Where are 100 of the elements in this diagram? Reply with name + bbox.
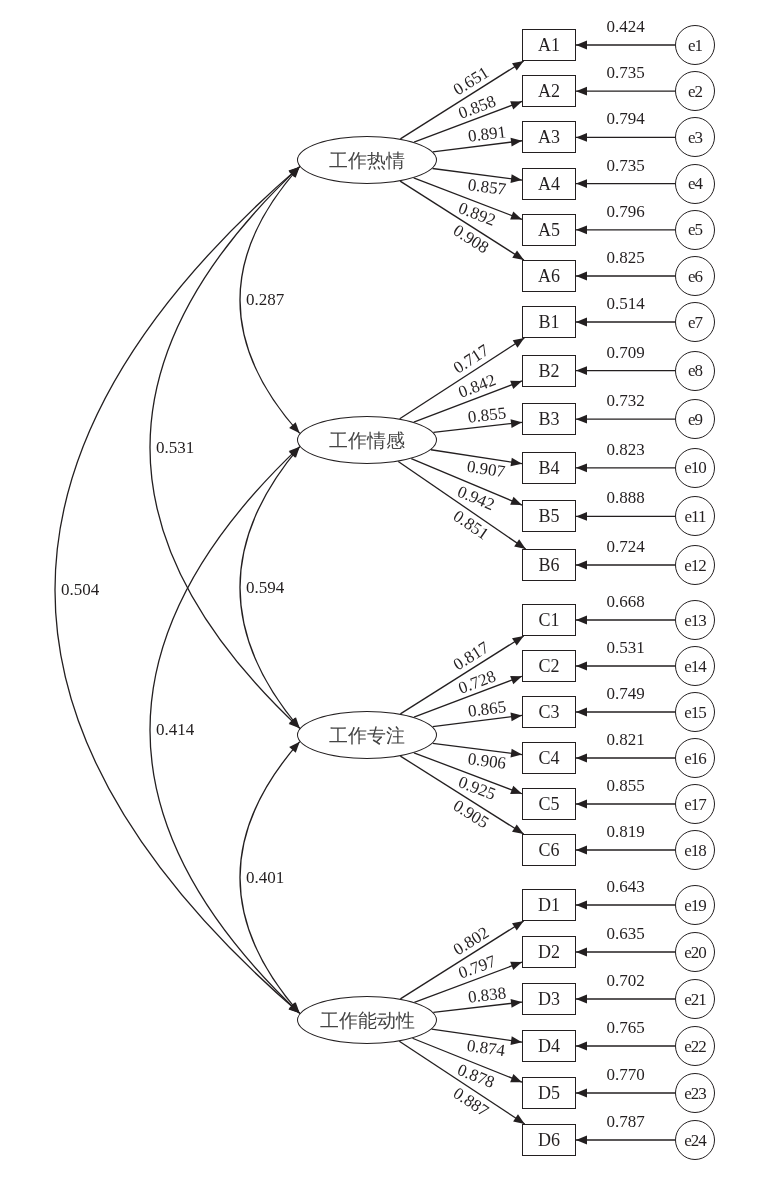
arrow <box>575 1041 676 1051</box>
arrow <box>398 1040 526 1125</box>
indicator-box: D4 <box>522 1030 576 1062</box>
arrow <box>413 752 523 795</box>
arrow <box>575 845 676 855</box>
edge-label: 0.857 <box>466 175 507 198</box>
edge-label: 0.709 <box>606 343 645 361</box>
arrow <box>575 225 676 235</box>
edge-label: 0.668 <box>606 593 645 610</box>
indicator-box: D3 <box>522 983 576 1015</box>
arrow <box>430 449 523 467</box>
arrow <box>575 753 676 763</box>
arrow <box>239 446 301 729</box>
arrow <box>413 961 523 1003</box>
edge-label: 0.765 <box>606 1019 645 1036</box>
arrow <box>399 635 525 715</box>
edge-label: 0.825 <box>606 249 645 266</box>
indicator-box: C2 <box>522 650 576 682</box>
edge-label: 0.414 <box>154 721 197 738</box>
latent-variable-ellipse: 工作专注 <box>297 711 437 759</box>
indicator-box: C1 <box>522 604 576 636</box>
arrow <box>413 675 523 718</box>
arrow <box>575 179 676 188</box>
indicator-box: B6 <box>522 549 576 581</box>
arrow <box>413 100 523 143</box>
edge-label: 0.796 <box>606 202 645 220</box>
edge-label: 0.888 <box>606 489 645 507</box>
arrow <box>575 994 676 1004</box>
indicator-box: A1 <box>522 29 576 61</box>
edge-label: 0.838 <box>467 984 507 1006</box>
edge-label: 0.635 <box>606 925 645 942</box>
edge-label: 0.907 <box>465 457 506 481</box>
indicator-box: B5 <box>522 500 576 533</box>
arrow <box>575 133 676 142</box>
edge-label: 0.749 <box>606 685 645 702</box>
arrow <box>575 86 676 96</box>
latent-variable-ellipse: 工作情感 <box>297 416 437 464</box>
arrow <box>410 457 523 506</box>
arrow <box>411 1037 523 1083</box>
arrow <box>432 137 523 153</box>
arrow <box>575 366 676 375</box>
edge-label: 0.874 <box>465 1037 507 1060</box>
arrow <box>575 947 676 957</box>
indicator-box: B3 <box>522 403 576 436</box>
arrow <box>397 460 527 550</box>
arrow <box>432 999 523 1013</box>
arrow <box>399 755 525 835</box>
edge-label: 0.724 <box>606 538 645 555</box>
indicator-box: A2 <box>522 75 576 108</box>
arrow <box>399 337 525 420</box>
indicator-box: A3 <box>522 121 576 154</box>
indicator-box: B4 <box>522 451 576 484</box>
edge-label: 0.531 <box>606 639 645 656</box>
indicator-box: A5 <box>522 213 576 246</box>
edge-label: 0.702 <box>606 972 645 989</box>
edge-label: 0.770 <box>606 1066 645 1083</box>
edge-label: 0.819 <box>606 823 645 840</box>
edge-label: 0.735 <box>606 64 645 82</box>
indicator-box: C4 <box>522 742 576 774</box>
edge-label: 0.865 <box>466 697 507 720</box>
arrow <box>575 661 676 671</box>
arrow <box>575 317 676 327</box>
indicator-box: D1 <box>522 889 576 921</box>
indicator-box: D5 <box>522 1077 576 1109</box>
latent-variable-ellipse: 工作能动性 <box>297 996 437 1044</box>
arrow <box>575 40 676 50</box>
indicator-box: A6 <box>522 260 576 292</box>
arrow <box>575 799 676 809</box>
arrow <box>575 1088 676 1098</box>
arrow <box>575 707 676 717</box>
indicator-box: B2 <box>522 354 576 387</box>
arrow <box>575 463 676 473</box>
arrow <box>575 900 676 910</box>
arrow <box>430 1028 523 1045</box>
indicator-box: A4 <box>522 167 576 200</box>
indicator-box: D6 <box>522 1124 576 1156</box>
edge-label: 0.823 <box>606 440 645 458</box>
indicator-box: C3 <box>522 696 576 728</box>
edge-label: 0.891 <box>466 123 507 145</box>
edge-label: 0.855 <box>467 404 508 426</box>
edge-label: 0.514 <box>606 295 645 312</box>
arrow <box>399 920 525 1000</box>
arrow <box>575 271 676 281</box>
arrow <box>413 380 523 423</box>
arrow <box>432 742 523 758</box>
edge-label: 0.906 <box>466 750 507 773</box>
arrow <box>149 446 301 1014</box>
latent-variable-ellipse: 工作热情 <box>297 136 437 184</box>
edge-label: 0.732 <box>606 392 645 410</box>
indicator-box: C5 <box>522 788 576 820</box>
arrow <box>432 419 523 434</box>
indicator-box: B1 <box>522 306 576 338</box>
edge-label: 0.287 <box>244 291 287 308</box>
indicator-box: C6 <box>522 834 576 866</box>
arrow <box>575 1135 676 1145</box>
arrow <box>413 177 523 221</box>
edge-label: 0.643 <box>606 878 645 895</box>
arrow <box>399 180 525 261</box>
edge-label: 0.504 <box>59 581 102 598</box>
arrow <box>575 512 676 521</box>
